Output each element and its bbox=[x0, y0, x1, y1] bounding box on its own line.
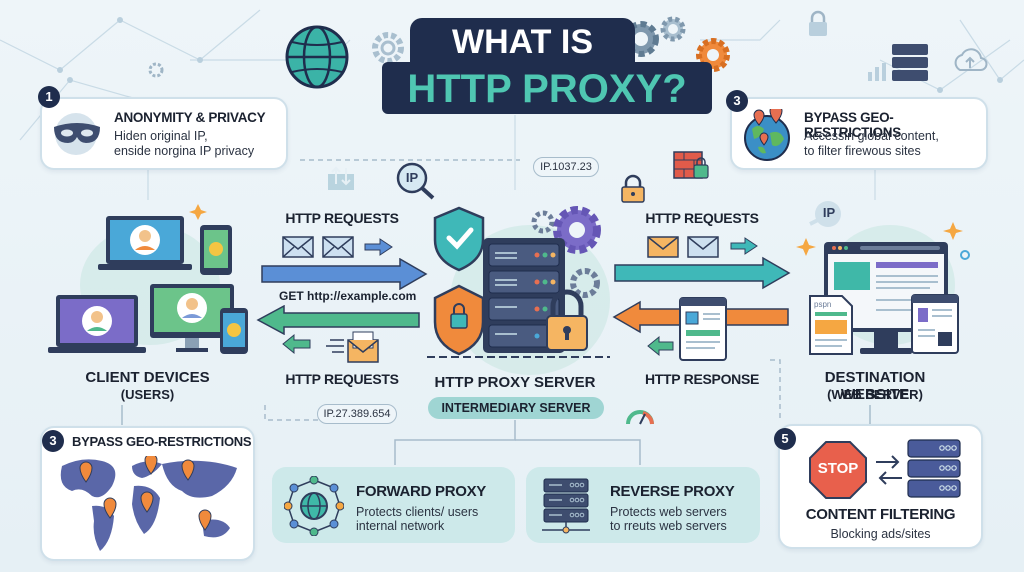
request-arrow-to-destination bbox=[614, 256, 791, 290]
callout-anonymity-privacy: ANONYMITY & PRIVACY Hiden original IP, e… bbox=[40, 97, 288, 170]
bar-chart-icon bbox=[868, 63, 886, 81]
traffic-icon bbox=[328, 166, 354, 190]
forward-proxy-desc-line1: Protects clients/ users bbox=[356, 505, 479, 519]
content-filtering-title: CONTENT FILTERING bbox=[805, 506, 956, 523]
number-badge: 5 bbox=[774, 428, 796, 450]
right-requests-label: HTTP REQUESTS bbox=[645, 210, 759, 226]
reverse-proxy-card: REVERSE PROXY Protects web servers to rr… bbox=[526, 467, 760, 543]
exchange-arrows-icon bbox=[876, 455, 902, 485]
number-badge: 1 bbox=[38, 86, 60, 108]
callout-desc-line1: Accessin global content, bbox=[804, 129, 939, 143]
callout-desc-line1: Hiden original IP, bbox=[114, 129, 208, 143]
content-filtering-desc: Blocking ads/sites bbox=[830, 527, 931, 541]
callout-title: BYPASS GEO-RESTRICTIONS bbox=[72, 434, 252, 449]
callout-bypass-geo-top: BYPASS GEO-RESTRICTIONS Accessin global … bbox=[730, 97, 988, 170]
padlock-icon bbox=[621, 174, 645, 203]
response-arrow-to-client bbox=[256, 305, 420, 335]
callout-bypass-geo-map: BYPASS GEO-RESTRICTIONS bbox=[40, 426, 255, 561]
world-map-icon bbox=[60, 456, 237, 551]
callout-title: ANONYMITY & PRIVACY bbox=[114, 110, 266, 125]
intermediary-server-pill: INTERMEDIARY SERVER bbox=[428, 397, 604, 419]
left-bottom-requests-label: HTTP REQUESTS bbox=[285, 371, 399, 387]
ip-magnifier-icon bbox=[396, 162, 435, 200]
response-envelope-group bbox=[282, 331, 379, 363]
get-request-text: GET http://example.com bbox=[279, 289, 417, 303]
open-envelope-icon bbox=[347, 331, 379, 363]
client-devices-illustration bbox=[48, 204, 248, 354]
envelope-icon bbox=[282, 236, 314, 258]
server-stack-icon bbox=[542, 478, 590, 534]
stop-sign-text: STOP bbox=[817, 460, 859, 477]
server-small-icon bbox=[892, 44, 928, 81]
server-rack-icon bbox=[907, 439, 961, 498]
lock-icon bbox=[809, 10, 827, 36]
speedometer-icon bbox=[626, 410, 654, 425]
callout-title: BYPASS GEO-RESTRICTIONS bbox=[804, 110, 901, 140]
proxy-server-label: HTTP PROXY SERVER bbox=[434, 374, 596, 391]
proxy-server-illustration bbox=[427, 206, 610, 358]
cloud-upload-icon bbox=[954, 48, 988, 71]
number-badge: 3 bbox=[42, 430, 64, 452]
reverse-proxy-title: REVERSE PROXY bbox=[610, 483, 735, 500]
http-response-label: HTTP RESPONSE bbox=[644, 371, 760, 387]
forward-proxy-card: FORWARD PROXY Protects clients/ users in… bbox=[272, 467, 515, 543]
webpage-icon bbox=[647, 297, 727, 361]
destination-website-illustration bbox=[796, 201, 970, 355]
reverse-proxy-desc-line1: Protects web servers bbox=[610, 505, 727, 519]
request-arrow-left-section bbox=[282, 236, 393, 258]
globe-icon bbox=[285, 25, 349, 89]
gear-icon bbox=[660, 16, 686, 42]
forward-proxy-desc-line2: internal network bbox=[356, 519, 445, 533]
title-http-proxy: HTTP PROXY? bbox=[382, 62, 712, 114]
title-what-is: WHAT IS bbox=[410, 18, 635, 64]
callout-desc-line2: enside norgina IP privacy bbox=[114, 144, 255, 158]
ip-magnifier-text: IP bbox=[405, 170, 419, 185]
callout-desc-line2: to filter firewous sites bbox=[804, 144, 921, 158]
callout-content-filtering: STOP CONTENT FILTERING Blocking ads/site… bbox=[778, 424, 983, 549]
client-devices-sublabel: (USERS) bbox=[120, 387, 175, 402]
gear-icon bbox=[148, 62, 164, 78]
number-badge: 3 bbox=[726, 90, 748, 112]
reverse-proxy-desc-line2: to rreuts web servers bbox=[610, 519, 727, 533]
firewall-icon bbox=[673, 151, 709, 179]
envelope-icon bbox=[322, 236, 354, 258]
document-label: pspn bbox=[814, 300, 832, 309]
envelope-icon bbox=[647, 236, 679, 258]
right-envelopes bbox=[647, 236, 758, 258]
gear-icon bbox=[372, 32, 404, 64]
destination-ip-bubble: IP bbox=[822, 205, 836, 220]
destination-website-label: DESTINATION WEBSITE bbox=[824, 369, 926, 403]
network-globe-icon bbox=[284, 476, 344, 536]
request-arrow-to-proxy bbox=[261, 258, 428, 290]
globe-pins-icon bbox=[744, 109, 790, 161]
left-requests-label: HTTP REQUESTS bbox=[285, 210, 399, 226]
stop-sign-icon bbox=[809, 441, 867, 499]
envelope-icon bbox=[687, 236, 719, 258]
destination-website-sublabel: (WEB SERVER) bbox=[827, 387, 923, 402]
mask-icon bbox=[54, 123, 100, 143]
ip-pill-bottom: IP.27.389.654 bbox=[317, 404, 397, 424]
client-devices-label: CLIENT DEVICES bbox=[85, 369, 210, 386]
ip-pill-top: IP.1037.23 bbox=[533, 157, 599, 177]
forward-proxy-title: FORWARD PROXY bbox=[356, 483, 487, 500]
